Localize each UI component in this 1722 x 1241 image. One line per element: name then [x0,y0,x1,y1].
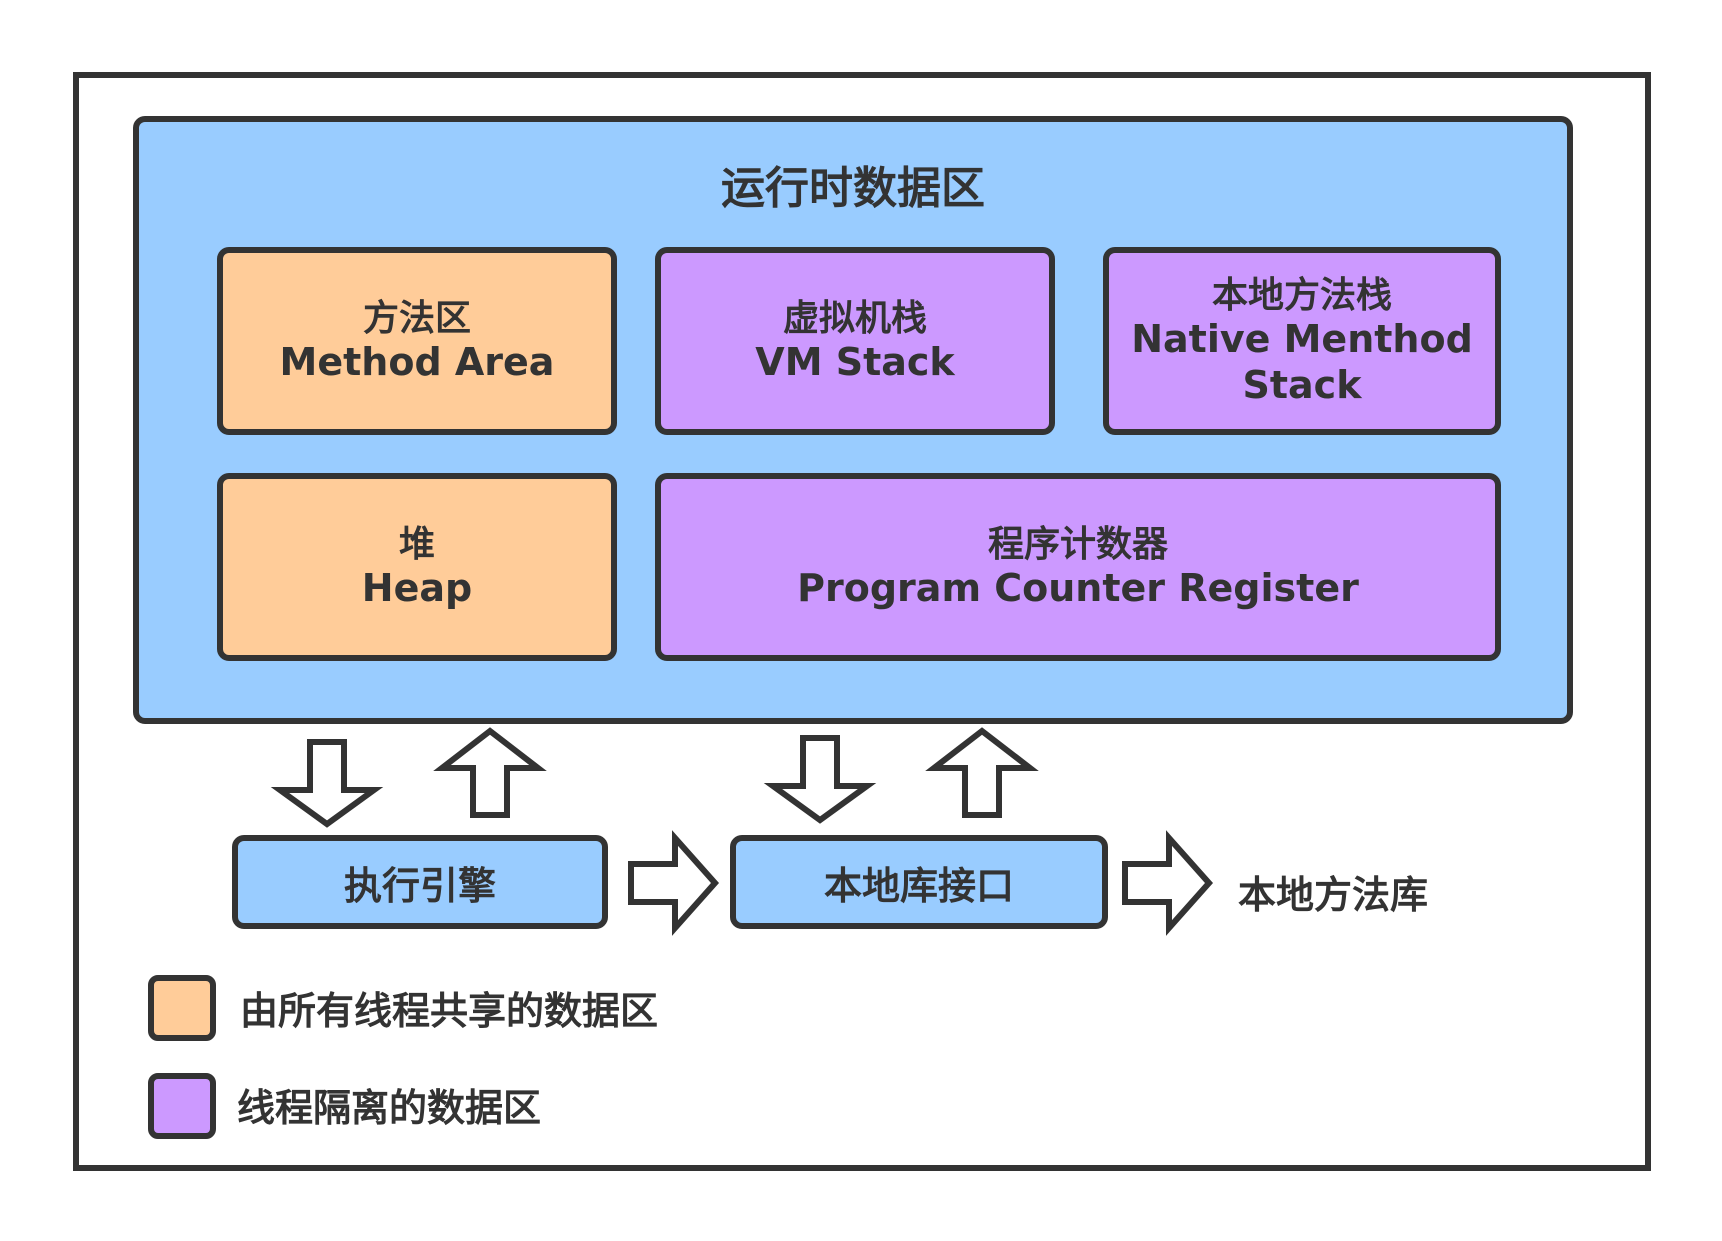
execution-engine-box: 执行引擎 [232,835,608,929]
vm-stack-en: VM Stack [755,339,955,384]
heap-zh: 堆 [398,523,435,565]
runtime-data-area-title: 运行时数据区 [721,163,985,214]
program-counter-register-box: 程序计数器 Program Counter Register [655,473,1501,661]
arrow-right-icon [628,830,720,936]
legend-swatch-isolated [148,1073,216,1139]
native-stack-en-line2: Stack [1242,362,1362,407]
vm-stack-box: 虚拟机栈 VM Stack [655,247,1055,435]
execution-engine-label: 执行引擎 [343,863,496,908]
pc-register-en: Program Counter Register [797,565,1359,610]
arrow-up-icon [925,727,1039,818]
legend-swatch-shared [148,975,216,1041]
legend-label-shared: 由所有线程共享的数据区 [240,989,659,1033]
method-area-zh: 方法区 [362,297,471,339]
arrow-down-icon [270,739,384,828]
vm-stack-zh: 虚拟机栈 [782,297,927,339]
native-stack-zh: 本地方法栈 [1211,274,1392,316]
heap-en: Heap [361,565,473,610]
native-interface-label: 本地库接口 [823,863,1014,908]
method-area-en: Method Area [279,339,555,384]
legend-label-isolated: 线程隔离的数据区 [237,1086,542,1130]
method-area-box: 方法区 Method Area [217,247,617,435]
arrow-right-icon [1122,830,1214,936]
native-interface-box: 本地库接口 [730,835,1108,929]
native-method-stack-box: 本地方法栈 Native Menthod Stack [1103,247,1501,435]
native-stack-en-line1: Native Menthod [1131,317,1473,361]
native-library-label: 本地方法库 [1238,873,1429,917]
arrow-up-icon [433,727,547,818]
heap-box: 堆 Heap [217,473,617,661]
pc-register-zh: 程序计数器 [987,523,1168,565]
arrow-down-icon [763,735,877,824]
